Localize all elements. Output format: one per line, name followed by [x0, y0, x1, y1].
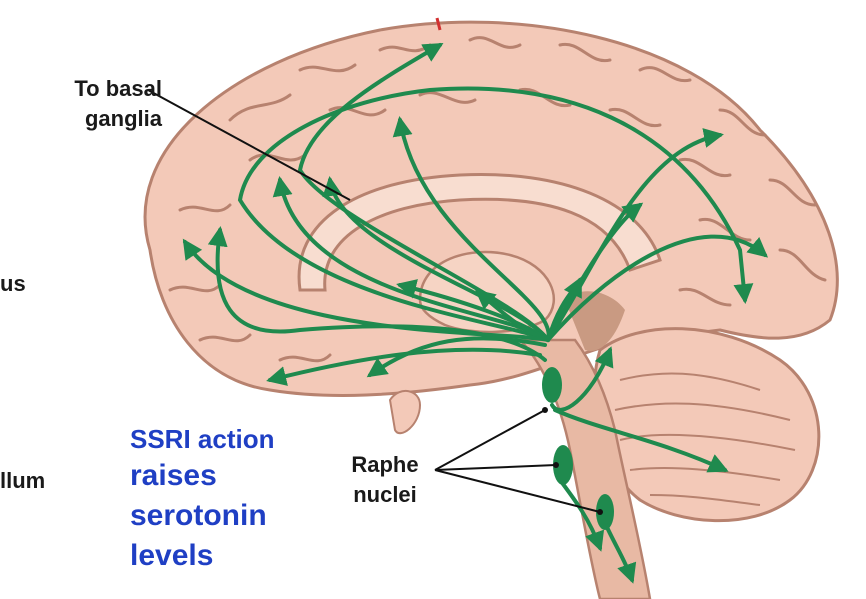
label-basal-line1: To basal [12, 74, 162, 104]
ssri-line1: SSRI action [130, 422, 274, 456]
label-cut-left-2: llum [0, 468, 45, 494]
ssri-caption: SSRI action raises serotonin levels [130, 422, 274, 576]
label-raphe-line1: Raphe [330, 450, 440, 480]
label-raphe-nuclei: Raphe nuclei [330, 450, 440, 510]
ssri-line3: serotonin [130, 496, 274, 536]
label-to-basal-ganglia: To basal ganglia [12, 74, 162, 134]
label-raphe-line2: nuclei [330, 480, 440, 510]
raphe-nucleus-upper [542, 367, 562, 403]
label-cut-left-1: us [0, 271, 26, 297]
ssri-line4: levels [130, 536, 274, 576]
ssri-line2: raises [130, 456, 274, 496]
pituitary [390, 391, 420, 433]
label-basal-line2: ganglia [12, 104, 162, 134]
